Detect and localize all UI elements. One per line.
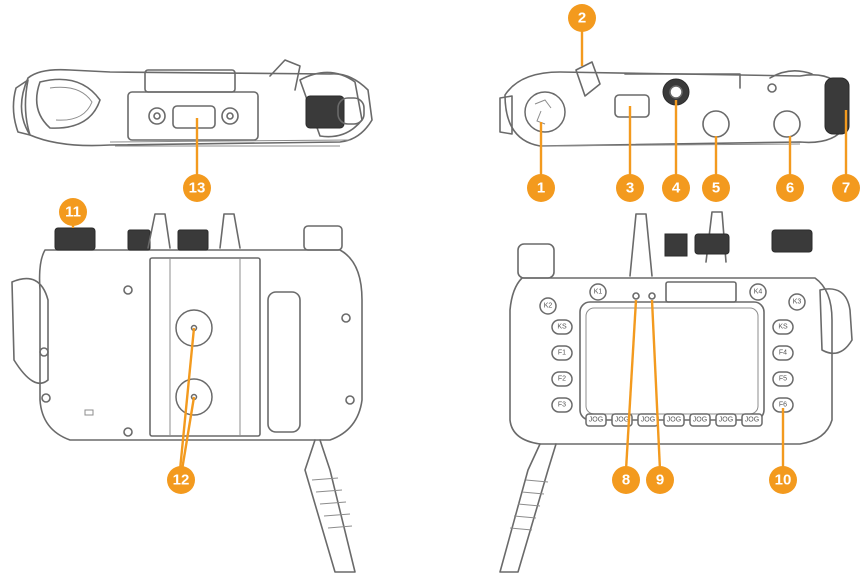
- button-label: JOG: [641, 417, 655, 424]
- callout-leader-lines: [71, 20, 848, 471]
- button-label: F2: [558, 376, 566, 383]
- bottom-button-5[interactable]: JOG: [689, 413, 711, 427]
- bottom-button-7[interactable]: JOG: [741, 413, 763, 427]
- button-label: K3: [793, 299, 802, 306]
- top-view-left: [12, 59, 373, 147]
- bottom-button-row: JOG JOG JOG JOG JOG JOG JOG: [585, 413, 763, 427]
- svg-text:4: 4: [672, 180, 681, 197]
- svg-text:11: 11: [65, 204, 81, 221]
- left-button-4[interactable]: F3: [551, 397, 573, 413]
- button-label: JOG: [719, 417, 733, 424]
- button-label: K1: [594, 289, 603, 296]
- callout-10: 10: [769, 466, 797, 494]
- button-label: F3: [558, 402, 566, 409]
- callout-4: 4: [662, 174, 690, 202]
- bottom-button-6[interactable]: JOG: [715, 413, 737, 427]
- right-button-2[interactable]: F4: [772, 345, 794, 361]
- bottom-button-2[interactable]: JOG: [611, 413, 633, 427]
- callout-2: 2: [568, 4, 596, 32]
- button-label: F6: [779, 402, 787, 409]
- button-label: JOG: [693, 417, 707, 424]
- button-label: KS: [557, 324, 567, 331]
- bottom-button-3[interactable]: JOG: [637, 413, 659, 427]
- button-label: F4: [779, 350, 787, 357]
- svg-text:13: 13: [189, 180, 206, 197]
- svg-text:10: 10: [775, 472, 792, 489]
- button-top-right-1[interactable]: K4: [749, 283, 767, 301]
- button-top-right-2[interactable]: K3: [788, 293, 806, 311]
- callout-7: 7: [832, 174, 860, 202]
- front-view-right: K2 K1 K4 K3 KS F1 F2 F3 KS F4 F5 F6 JOG: [499, 211, 853, 573]
- callout-12: 12: [167, 466, 195, 494]
- button-top-mid[interactable]: K1: [589, 283, 607, 301]
- svg-text:3: 3: [626, 180, 634, 197]
- svg-text:12: 12: [173, 472, 190, 489]
- button-label: JOG: [745, 417, 759, 424]
- svg-text:9: 9: [656, 472, 664, 489]
- button-label: F1: [558, 350, 566, 357]
- svg-text:5: 5: [712, 180, 720, 197]
- top-view-right: [499, 61, 850, 147]
- button-label: JOG: [615, 417, 629, 424]
- left-button-2[interactable]: F1: [551, 345, 573, 361]
- button-label: K4: [754, 289, 763, 296]
- callout-13: 13: [183, 174, 211, 202]
- back-view-left: [11, 213, 363, 573]
- svg-text:1: 1: [537, 180, 545, 197]
- button-label: KS: [778, 324, 788, 331]
- button-top-left[interactable]: K2: [539, 297, 557, 315]
- callout-5: 5: [702, 174, 730, 202]
- svg-text:6: 6: [786, 180, 794, 197]
- right-button-column: KS F4 F5 F6: [772, 319, 794, 413]
- callout-9: 9: [646, 466, 674, 494]
- svg-text:2: 2: [578, 10, 586, 27]
- right-button-1[interactable]: KS: [772, 319, 794, 335]
- left-button-1[interactable]: KS: [551, 319, 573, 335]
- button-label: JOG: [589, 417, 603, 424]
- callout-1: 1: [527, 174, 555, 202]
- left-button-column: KS F1 F2 F3: [551, 319, 573, 413]
- bottom-button-4[interactable]: JOG: [663, 413, 685, 427]
- bottom-button-1[interactable]: JOG: [585, 413, 607, 427]
- callout-3: 3: [616, 174, 644, 202]
- right-button-3[interactable]: F5: [772, 371, 794, 387]
- callout-8: 8: [612, 466, 640, 494]
- callout-6: 6: [776, 174, 804, 202]
- svg-text:7: 7: [842, 180, 850, 197]
- left-button-3[interactable]: F2: [551, 371, 573, 387]
- button-label: K2: [544, 303, 553, 310]
- svg-text:8: 8: [622, 472, 630, 489]
- button-label: JOG: [667, 417, 681, 424]
- button-label: F5: [779, 376, 787, 383]
- callout-11: 11: [59, 198, 87, 226]
